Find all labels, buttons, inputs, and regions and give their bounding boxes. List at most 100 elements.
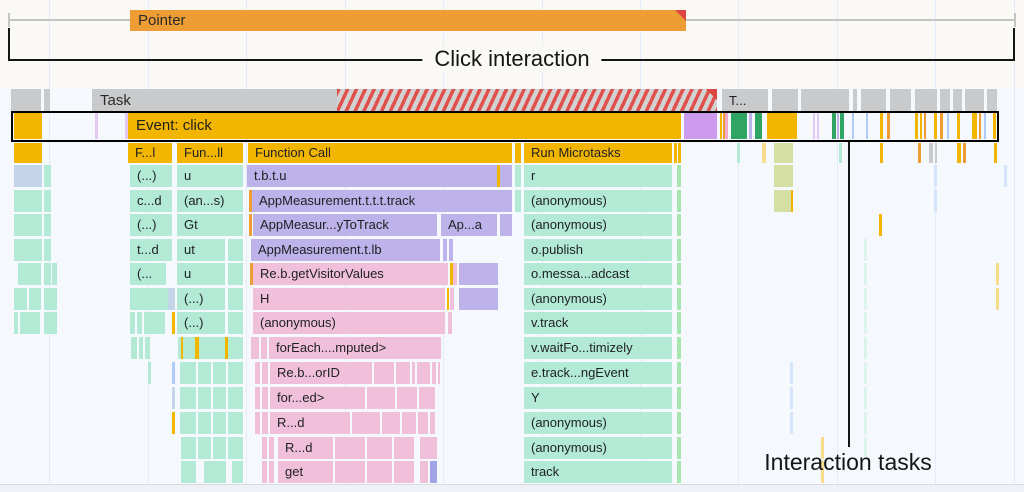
flame-bar[interactable] [677,214,681,236]
flame-bar[interactable] [228,412,243,434]
event-row-marker[interactable] [852,113,854,139]
flame-bar[interactable] [448,312,452,334]
flame-bar[interactable] [213,437,226,459]
flame-bar[interactable] [996,288,999,310]
flame-bar[interactable] [180,362,196,384]
flame-bar[interactable] [774,190,791,212]
flame-bar[interactable] [14,288,27,310]
event-row-marker[interactable] [731,113,747,139]
flame-bar[interactable] [181,337,183,359]
flame-bar[interactable] [148,362,151,384]
task-segment[interactable] [965,89,984,112]
flame-bar[interactable] [459,288,498,310]
flame-bar[interactable]: v.waitFo...timizely [524,337,672,359]
flame-bar[interactable]: (anonymous) [524,412,672,434]
flame-bar[interactable] [934,165,937,187]
flame-bar[interactable]: F...l [128,143,172,163]
event-row-marker[interactable] [934,113,937,139]
flame-bar[interactable]: ut [177,239,225,261]
flame-bar[interactable] [821,461,824,483]
flame-bar[interactable]: t...d [130,239,172,261]
flame-bar[interactable] [14,165,42,187]
flame-bar[interactable]: Run Microtasks [524,143,672,163]
flame-bar[interactable] [172,387,175,409]
flame-bar[interactable] [449,239,453,261]
flame-bar[interactable] [918,143,921,163]
event-row-marker[interactable] [723,113,725,139]
flame-bar[interactable] [432,362,436,384]
flame-bar[interactable] [412,362,415,384]
flame-bar[interactable]: forEach....mputed> [269,337,441,359]
flame-bar[interactable] [839,143,842,163]
flame-bar[interactable] [262,461,267,483]
event-row-marker[interactable] [920,113,922,139]
flame-bar[interactable]: u [177,165,243,187]
flame-bar[interactable]: t.b.t.u [247,165,512,187]
flame-bar[interactable] [791,190,793,212]
flame-bar[interactable] [515,165,521,187]
task-segment[interactable] [987,89,997,112]
flame-bar[interactable] [269,437,274,459]
flame-bar[interactable]: r [524,165,672,187]
flame-bar[interactable]: Re.b.getVisitorValues [253,263,448,285]
flame-bar[interactable]: (anonymous) [524,214,672,236]
flame-bar[interactable]: o.messa...adcast [524,263,672,285]
flame-bar[interactable] [774,143,793,163]
flame-bar[interactable]: e.track...ngEvent [524,362,672,384]
flame-bar[interactable] [250,263,253,285]
flame-bar[interactable]: (...) [177,288,225,310]
task-segment[interactable] [44,89,50,112]
flame-bar[interactable] [879,214,882,236]
flame-bar[interactable] [443,239,447,261]
flame-bar[interactable] [168,288,175,310]
flame-bar[interactable]: (...) [177,312,225,334]
flame-bar[interactable] [430,412,435,434]
event-row-marker[interactable] [832,113,836,139]
pointer-interaction-bar[interactable]: Pointer [130,10,686,31]
flame-bar[interactable] [44,312,57,334]
task-bar-truncated[interactable]: T... [722,89,768,112]
flame-bar[interactable] [130,288,168,310]
flame-bar[interactable] [249,190,252,212]
flame-bar[interactable] [790,412,793,434]
flame-bar[interactable]: c...d [130,190,172,212]
flame-bar[interactable]: Ap...a [441,214,497,236]
flame-bar[interactable] [677,190,681,212]
flame-bar[interactable] [438,362,440,384]
flame-bar[interactable] [198,412,211,434]
flame-bar[interactable] [213,362,226,384]
flame-bar[interactable] [44,214,51,236]
event-row-marker[interactable] [924,113,926,139]
flame-bar[interactable]: (an...s) [177,190,243,212]
flame-bar[interactable]: AppMeasurement.t.lb [251,239,440,261]
flame-bar[interactable]: (...) [130,165,172,187]
flame-bar[interactable] [251,337,259,359]
flame-bar[interactable] [453,263,457,285]
flame-bar[interactable] [515,143,521,163]
flame-bar[interactable] [14,239,42,261]
flame-bar[interactable] [262,412,268,434]
flame-bar[interactable] [44,165,51,187]
flame-bar[interactable] [418,412,428,434]
flame-bar[interactable] [420,461,428,483]
flame-bar[interactable] [864,312,867,334]
flame-bar[interactable] [204,461,226,483]
flame-bar[interactable] [774,165,793,187]
flame-bar[interactable]: (anonymous) [524,437,672,459]
event-row-marker[interactable] [972,113,977,139]
flame-bar[interactable] [996,263,999,285]
flame-bar[interactable] [790,387,793,409]
flame-bar[interactable] [249,214,252,236]
flame-bar[interactable] [500,214,512,236]
flame-bar[interactable] [198,437,211,459]
flame-bar[interactable] [963,143,966,163]
event-row-marker[interactable] [14,113,42,139]
flame-bar[interactable]: Function Call [248,143,512,163]
task-segment[interactable] [953,89,962,112]
flame-bar[interactable] [52,263,57,285]
flame-bar[interactable] [880,143,883,163]
flame-bar[interactable] [737,143,740,163]
flame-bar[interactable] [929,143,933,163]
flame-bar[interactable] [198,387,211,409]
flame-bar[interactable] [178,337,243,359]
